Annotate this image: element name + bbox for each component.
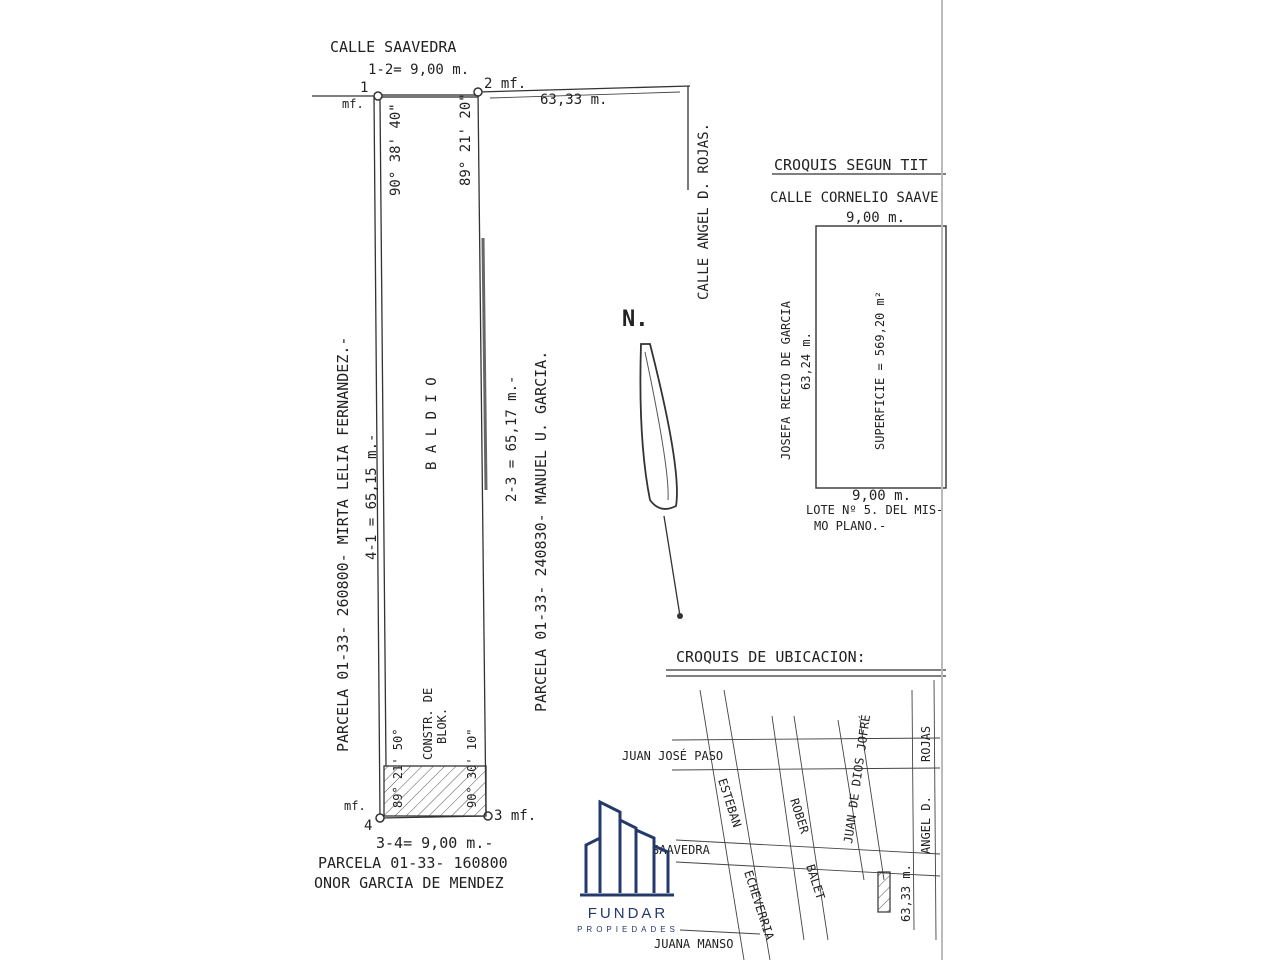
corner-4-label: 4 [364, 818, 372, 834]
left-boundary-inner [379, 99, 387, 767]
mf-left-bottom-label: mf. [344, 799, 366, 813]
brand-name: FUNDAR [588, 905, 669, 922]
lot-label: B A L D I O [424, 377, 440, 470]
street-paso-north [671, 737, 941, 741]
location-heading: CROQUIS DE UBICACION: [676, 648, 866, 666]
street-esteban-east [723, 689, 771, 960]
corner-3-label: 3 mf. [494, 808, 536, 824]
title-sketch-street: CALLE CORNELIO SAAVE [770, 190, 939, 206]
building-label-line2: BLOK. [435, 708, 449, 744]
street-jofre-west [837, 719, 865, 881]
mf-left-top-label: mf. [342, 97, 364, 111]
street-rojas-west [911, 689, 915, 931]
street-rober-east [793, 715, 829, 941]
title-sketch-note-line1: LOTE Nº 5. DEL MIS- [806, 503, 943, 517]
title-sketch-left-owner: JOSEFA RECIO DE GARCIA [779, 300, 793, 460]
front-measure-label: 1-2= 9,00 m. [368, 62, 469, 78]
title-sketch-top-measure: 9,00 m. [846, 210, 905, 226]
corner-2-marker [473, 87, 483, 97]
north-label: N. [622, 307, 649, 332]
corner-2-label: 2 mf. [484, 76, 526, 92]
angle-1-label: 90° 38' 40" [388, 103, 404, 196]
left-boundary-outer [373, 95, 381, 819]
corner-4-marker [375, 813, 385, 823]
street-rojas: ROJAS [919, 726, 933, 762]
right-boundary-wall [481, 237, 488, 491]
building-label-line1: CONSTR. DE [421, 688, 435, 760]
property-location-marker [877, 871, 891, 913]
street-top-label: CALLE SAAVEDRA [330, 38, 456, 56]
parcel-bottom-line1: PARCELA 01-33- 160800 [318, 854, 508, 872]
building-logo-icon [580, 799, 674, 897]
street-rojas-east [933, 679, 937, 941]
street-rober-west [771, 715, 805, 941]
street-line-right [477, 85, 691, 93]
street-esteban-west [699, 689, 745, 960]
street-manso-north [679, 929, 761, 935]
location-sketch: CROQUIS DE UBICACION: JUAN JOSÉ PASO SAA… [622, 648, 946, 960]
building-block [383, 765, 487, 817]
parcel-left-label: PARCELA 01-33- 260800- MIRTA LELIA FERNA… [334, 337, 352, 752]
north-arrow-centerline [644, 351, 669, 501]
corner-1-label: 1 [360, 80, 368, 96]
street-rojas-label: CALLE ANGEL D. ROJAS. [696, 123, 712, 300]
title-sketch-area: SUPERFICIE = 569,20 m² [873, 291, 887, 450]
title-sketch-heading: CROQUIS SEGUN TIT [774, 156, 928, 174]
street-angel-d: ANGEL D. [919, 796, 933, 854]
angle-2-label: 89° 21' 20" [458, 93, 474, 186]
north-arrow-tail [663, 515, 681, 617]
brand-tagline: PROPIEDADES [577, 925, 679, 934]
street-juan-de-dios-jofre: JUAN DE DIOS JOFRÉ [840, 714, 873, 845]
north-arrow-blade [639, 343, 678, 510]
north-arrow-tail-dot [677, 613, 683, 619]
parcel-bottom-line2: ONOR GARCIA DE MENDEZ [314, 874, 504, 892]
location-distance: 63,33 m. [899, 864, 913, 922]
street-rober: ROBER [787, 797, 812, 836]
street-jofre-east [859, 719, 885, 881]
street-saavedra-south [675, 861, 941, 877]
street-echeverria: ECHEVERRIA [741, 869, 777, 943]
title-sketch-bottom-measure: 9,00 m. [852, 488, 911, 504]
street-juan-jose-paso: JUAN JOSÉ PASO [622, 748, 723, 763]
side-left-measure: 4-1 = 65,15 m.- [364, 434, 380, 560]
main-plan: CALLE SAAVEDRA 1-2= 9,00 m. 63,33 m. 1 2… [312, 38, 712, 892]
north-arrow: N. [622, 307, 683, 619]
title-sketch: CROQUIS SEGUN TIT CALLE CORNELIO SAAVE 9… [770, 156, 947, 533]
right-boundary [477, 91, 487, 817]
side-right-measure: 2-3 = 65,17 m.- [504, 376, 520, 502]
distance-to-corner-label: 63,33 m. [540, 92, 607, 108]
title-sketch-left-measure: 63,24 m. [799, 332, 813, 390]
front-boundary [378, 94, 478, 98]
corner-1-marker [373, 91, 383, 101]
title-sketch-note-line2: MO PLANO.- [814, 519, 886, 533]
fundar-logo: FUNDAR PROPIEDADES [577, 799, 679, 934]
street-juana-manso: JUANA MANSO [654, 937, 733, 951]
street-balet: BALET [803, 863, 827, 902]
title-sketch-lot [815, 225, 947, 489]
street-saavedra-north [675, 839, 941, 855]
back-measure-label: 3-4= 9,00 m.- [376, 834, 493, 852]
distance-dimension-line [489, 91, 681, 99]
street-paso-south [671, 767, 941, 771]
parcel-right-label: PARCELA 01-33- 240830- MANUEL U. GARCIA. [532, 351, 550, 712]
